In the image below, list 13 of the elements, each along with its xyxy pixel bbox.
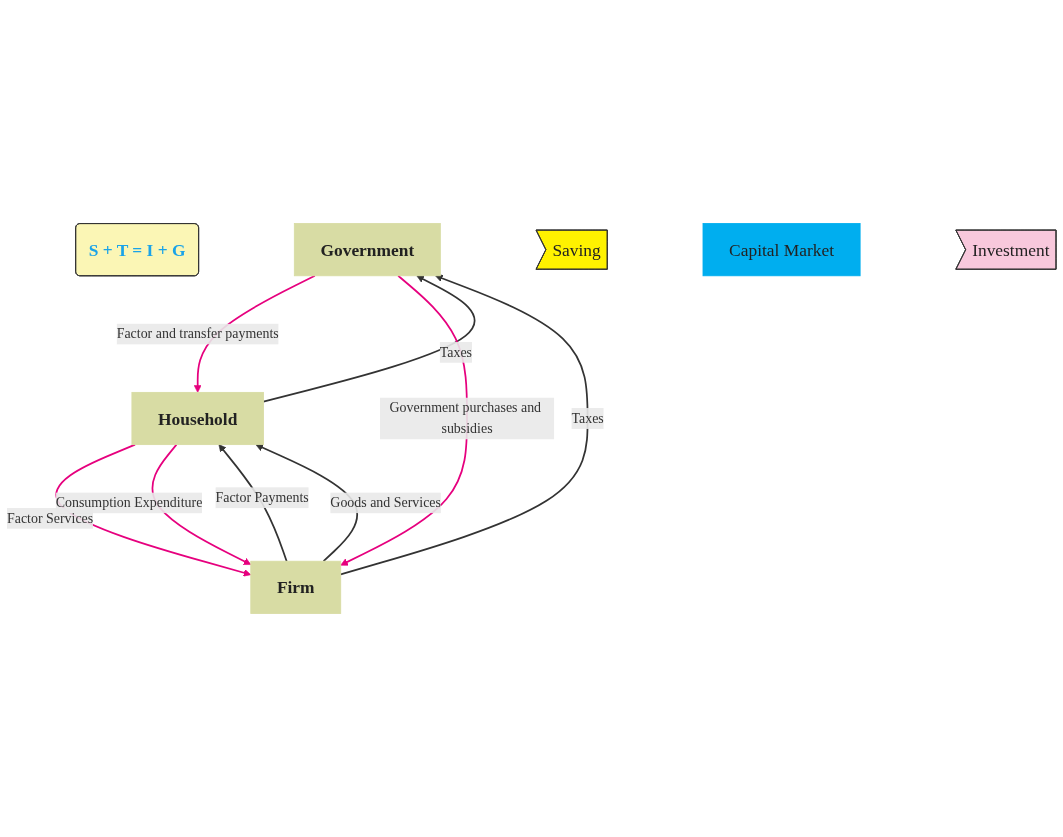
edge-label: Government purchases and subsidies xyxy=(389,400,542,436)
node-box: Capital Market xyxy=(702,223,861,277)
edge-label: Factor Services xyxy=(6,510,94,526)
node-box: Government xyxy=(293,223,441,277)
arrow xyxy=(262,275,476,403)
edge-label: Taxes xyxy=(571,410,604,426)
edge-label: Consumption Expenditure xyxy=(55,495,203,510)
node-box: Firm xyxy=(250,560,342,614)
node-box: Household xyxy=(131,391,264,446)
edge-label: Factor Payments xyxy=(215,489,309,505)
edge-label: Goods and Services xyxy=(330,495,441,510)
edge-label: Factor and transfer payments xyxy=(116,326,279,342)
edge-label: Taxes xyxy=(439,344,473,360)
